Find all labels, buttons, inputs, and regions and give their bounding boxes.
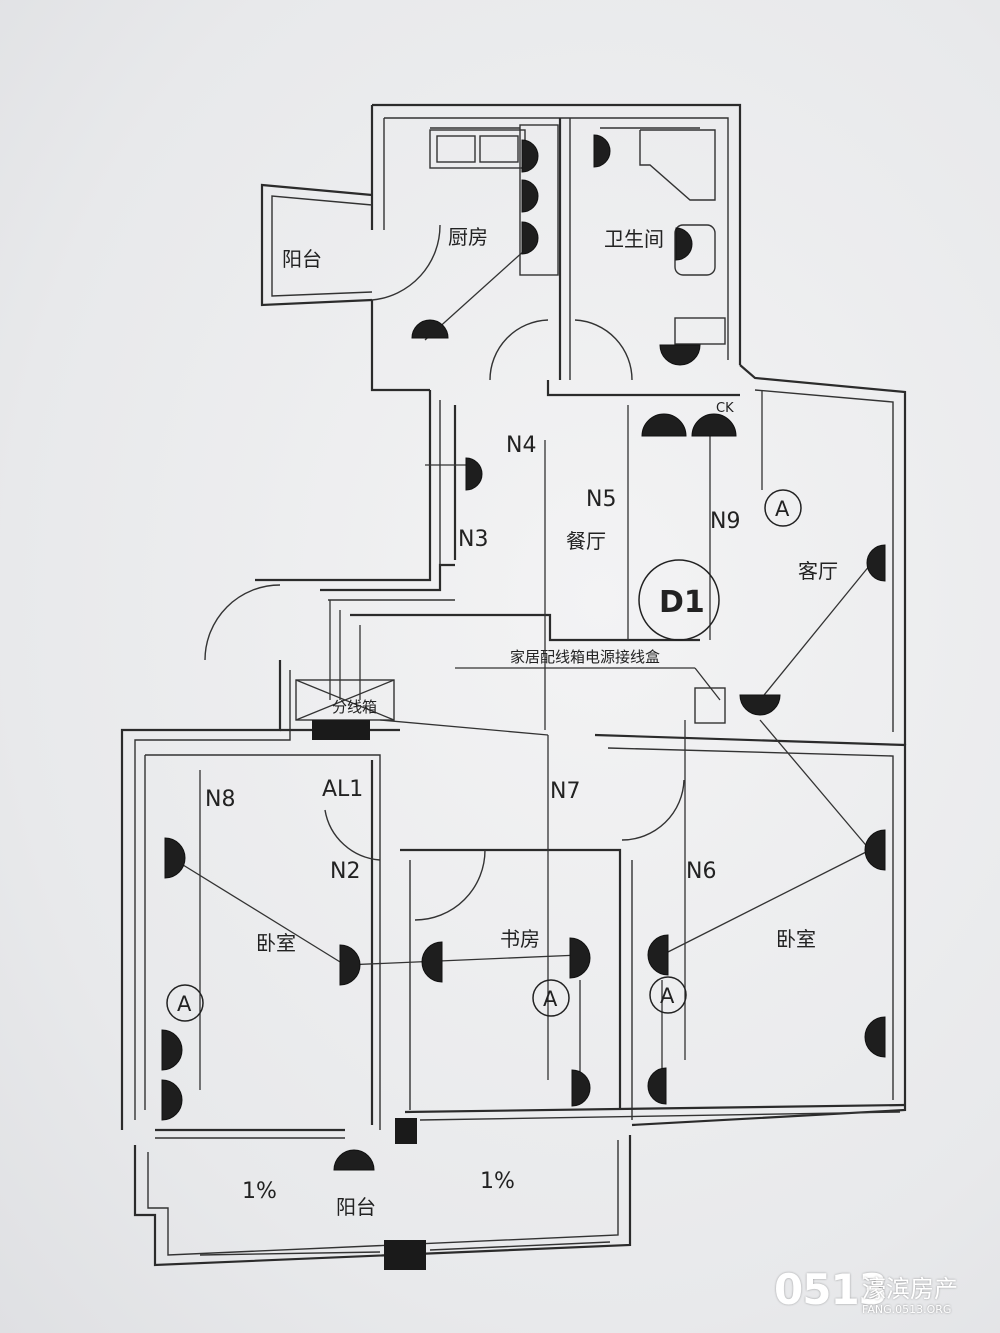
light-fixtures	[161, 134, 886, 1171]
circuit-label-n5: N5	[586, 487, 616, 512]
lamp-icon	[739, 694, 781, 716]
wiring	[174, 249, 871, 1090]
slope-label-left: 1%	[242, 1179, 277, 1204]
circuit-label-n4: N4	[506, 433, 536, 458]
distribution-box	[295, 679, 426, 1270]
junction-box-label: 家居配线箱电源接线盒	[510, 648, 660, 666]
lamp-icon	[411, 319, 449, 339]
lamp-icon	[641, 413, 687, 437]
lamp-icon	[866, 544, 886, 582]
lamp-icon	[164, 837, 186, 879]
lamp-icon	[521, 221, 539, 255]
room-label-bedroom-left: 卧室	[256, 931, 296, 955]
circuit-label-n7: N7	[550, 779, 580, 804]
lamp-icon	[521, 179, 539, 213]
ck-label: CK	[716, 401, 734, 416]
walls	[120, 103, 907, 1267]
circuit-label-n3: N3	[458, 527, 488, 552]
room-label-balcony-bottom: 阳台	[336, 1195, 376, 1219]
doors	[204, 224, 685, 921]
room-label-bedroom-right: 卧室	[776, 927, 816, 951]
lamp-icon	[339, 944, 361, 986]
lamp-icon	[161, 1079, 183, 1121]
d1-label: D1	[659, 585, 705, 620]
circuit-label-n2: N2	[330, 859, 360, 884]
lamp-icon	[675, 227, 693, 261]
lamp-icon	[421, 941, 443, 983]
watermark-name: 濠滨房产	[862, 1275, 958, 1303]
circuit-label-n6: N6	[686, 859, 716, 884]
lamp-icon	[864, 1016, 886, 1058]
a-marker-label: A	[660, 984, 675, 1008]
room-label-bathroom: 卫生间	[604, 227, 664, 251]
lamp-icon	[647, 934, 669, 976]
a-markers	[166, 489, 802, 1022]
circuit-label-al1: AL1	[322, 777, 363, 802]
lamp-icon	[647, 1067, 667, 1105]
circuit-label-n9: N9	[710, 509, 740, 534]
lamp-icon	[569, 937, 591, 979]
lamp-icon	[465, 457, 483, 491]
room-label-balcony-top: 阳台	[282, 247, 322, 271]
cabinet-label: 分线箱	[332, 698, 377, 716]
lamp-icon	[864, 829, 886, 871]
a-marker-label: A	[177, 992, 192, 1016]
lamp-icon	[521, 139, 539, 173]
lamp-icon	[691, 413, 737, 437]
lamp-icon	[593, 134, 611, 168]
circuit-label-n8: N8	[205, 787, 235, 812]
lamp-icon	[571, 1069, 591, 1107]
watermark-url: FANG.0513.ORG	[862, 1303, 952, 1316]
room-label-dining: 餐厅	[566, 529, 606, 553]
watermark-logo: 0513	[774, 1265, 888, 1314]
room-label-living: 客厅	[798, 559, 838, 583]
room-label-kitchen: 厨房	[448, 225, 488, 249]
lamp-icon	[161, 1029, 183, 1071]
slope-label-right: 1%	[480, 1169, 515, 1194]
a-marker-label: A	[543, 987, 558, 1011]
lamp-icon	[659, 344, 701, 366]
lamp-icon	[333, 1149, 375, 1171]
a-marker-label: A	[775, 497, 790, 521]
room-label-study: 书房	[500, 927, 540, 951]
watermark: 0513 濠滨房产 FANG.0513.ORG	[774, 1263, 986, 1325]
